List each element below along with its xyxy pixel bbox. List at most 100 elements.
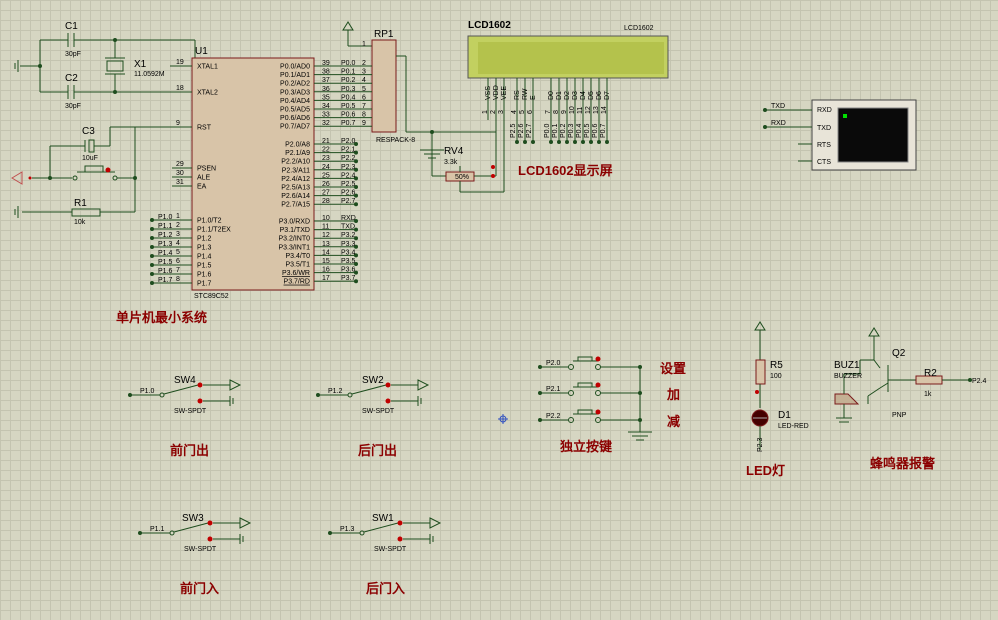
net-junction-dot — [354, 193, 358, 198]
virtual-terminal[interactable]: TXD RXD RXD TXD RTS CTS — [763, 99, 917, 171]
key-state-dot — [595, 409, 601, 415]
buz1-part: BUZZER — [834, 373, 862, 380]
lcd-pin-name: D6 — [596, 91, 603, 100]
lcd-pin-junction — [605, 140, 609, 144]
net-label-right: P0.4 — [341, 94, 356, 101]
u1-right-pin-name: P3.2/INT0 — [278, 236, 310, 243]
u1-right-pin-num: 38 — [322, 69, 330, 76]
net-label-right: P0.7 — [341, 120, 356, 127]
lcd-pin-junction — [589, 140, 593, 144]
u1-left-pin-num: 7 — [176, 267, 180, 274]
net-label-right: P2.3 — [341, 164, 356, 171]
lcd-pin-num: 14 — [601, 106, 608, 114]
net-label-p1: P1.0 — [158, 214, 173, 221]
key-junction — [638, 418, 642, 422]
led-circuit[interactable]: R5 100 D1 LED-RED P2.3 — [751, 321, 809, 452]
caption-sw4: 前门出 — [170, 443, 209, 458]
u1-left-pin-name: PSEN — [197, 166, 216, 173]
u1-right-pin-name: P0.1/AD1 — [280, 72, 310, 79]
u1-right-pin-num: 23 — [322, 155, 330, 162]
d1-ref: D1 — [778, 410, 791, 421]
net-junction-dot — [354, 244, 358, 249]
lcd-pin-num: 11 — [577, 107, 584, 114]
net-label-right: P0.2 — [341, 77, 356, 84]
buzzer-circuit[interactable]: BUZ1 BUZZER Q2 PNP R2 1k P2.4 — [834, 327, 987, 423]
lcd-pin-name: D3 — [572, 91, 579, 100]
u1-right-pin-name: P2.2/A10 — [281, 159, 310, 166]
potentiometer-rv4[interactable]: RV4 3.3k 50% — [420, 110, 505, 193]
u1-ref: U1 — [195, 46, 208, 57]
net-label-p1: P1.4 — [158, 250, 173, 257]
u1-left-pin-num: 18 — [176, 85, 184, 92]
u1-right-pin-num: 24 — [322, 164, 330, 171]
net-junction-dot — [354, 185, 358, 189]
lcd-pin-junction — [531, 140, 535, 144]
r1-ref: R1 — [74, 198, 87, 209]
rp1-pin-num: 2 — [362, 60, 366, 67]
mcu-u1[interactable]: U1 STC89C52 19XTAL118XTAL29RST29PSEN30AL… — [170, 46, 340, 300]
lcd-pin-name: VSS — [485, 86, 492, 100]
lcd-net-label: P2.6 — [518, 123, 525, 138]
door-switches[interactable]: P1.0SW4SW-SPDTP1.2SW2SW-SPDTP1.1SW3SW-SP… — [128, 375, 442, 553]
switch-ref: SW3 — [182, 513, 204, 524]
independent-keys[interactable]: P2.0P2.1P2.2 — [538, 356, 652, 441]
lcd-net-label: P2.5 — [510, 123, 517, 138]
lcd-net-label: P0.5 — [584, 123, 591, 138]
u1-right-pin-name: P3.1/TXD — [280, 227, 310, 234]
u1-left-pin-name: P1.5 — [197, 263, 212, 270]
net-label-right: P3.7 — [341, 275, 356, 282]
caption-keys: 独立按键 — [560, 439, 612, 454]
u1-right-pin-name: P0.4/AD4 — [280, 98, 310, 105]
switch-arm — [163, 384, 199, 395]
switch-net-label: P1.1 — [150, 526, 165, 533]
c3-ref: C3 — [82, 126, 95, 137]
terminal-pin-rxd: RXD — [817, 107, 832, 114]
reset-circuit: C3 10uF R1 10k — [11, 126, 200, 226]
key-contact — [595, 390, 601, 396]
lcd-pin-name: D0 — [548, 91, 555, 100]
buz1-ref: BUZ1 — [834, 360, 860, 371]
rv4-value: 3.3k — [444, 159, 458, 166]
x1-ref: X1 — [134, 59, 147, 70]
u1-left-pin-num: 19 — [176, 59, 184, 66]
net-junction-dot — [354, 167, 358, 172]
switch-part: SW-SPDT — [374, 546, 407, 553]
net-junction-dot — [354, 227, 358, 232]
caption-buzzer: 蜂鸣器报警 — [870, 456, 935, 471]
u1-left-pin-num: 1 — [176, 213, 180, 220]
switch-ref: SW4 — [174, 375, 196, 386]
switch-common — [359, 530, 365, 536]
lcd-net-label: P0.4 — [576, 123, 583, 138]
switch-state-dot — [397, 520, 403, 526]
net-label-right: P2.4 — [341, 172, 356, 179]
q2-part: PNP — [892, 412, 907, 419]
lcd-pin-junction — [565, 140, 569, 144]
u1-left-pin-name: RST — [197, 125, 212, 132]
u1-left-pin-num: 2 — [176, 222, 180, 229]
terminal-pin-txd: TXD — [817, 125, 831, 132]
key-label-add: 加 — [666, 387, 680, 402]
x1-value: 11.0592M — [134, 71, 165, 78]
key-cap — [577, 356, 593, 362]
u1-left-pin-name: XTAL2 — [197, 90, 218, 97]
rp1-pin-num: 7 — [362, 103, 366, 110]
lcd-pin-name: RS — [514, 90, 521, 100]
rp1-pin-num: 4 — [362, 77, 366, 84]
caption-lcd: LCD1602显示屏 — [518, 163, 613, 178]
u1-right-pin-name: P0.5/AD5 — [280, 107, 310, 114]
lcd1602-display[interactable]: LCD1602 LCD1602 VSS1VDD2VEE3RS4RW5E6D07D… — [467, 20, 669, 142]
net-junction-dot — [354, 262, 358, 266]
u1-right-pin-num: 32 — [322, 120, 330, 127]
key-contact — [595, 417, 601, 423]
lcd-net-label: P0.1 — [552, 123, 559, 138]
u1-left-pin-name: P1.7 — [197, 281, 212, 288]
u1-left-pin-num: 30 — [176, 170, 184, 177]
switch-part: SW-SPDT — [362, 408, 395, 415]
u1-right-pin-name: P0.2/AD2 — [280, 81, 310, 88]
power-arrow-icon — [429, 517, 442, 529]
lcd-pin-name: VDD — [493, 85, 500, 100]
u1-right-pin-name: P3.6/WR — [282, 270, 310, 277]
